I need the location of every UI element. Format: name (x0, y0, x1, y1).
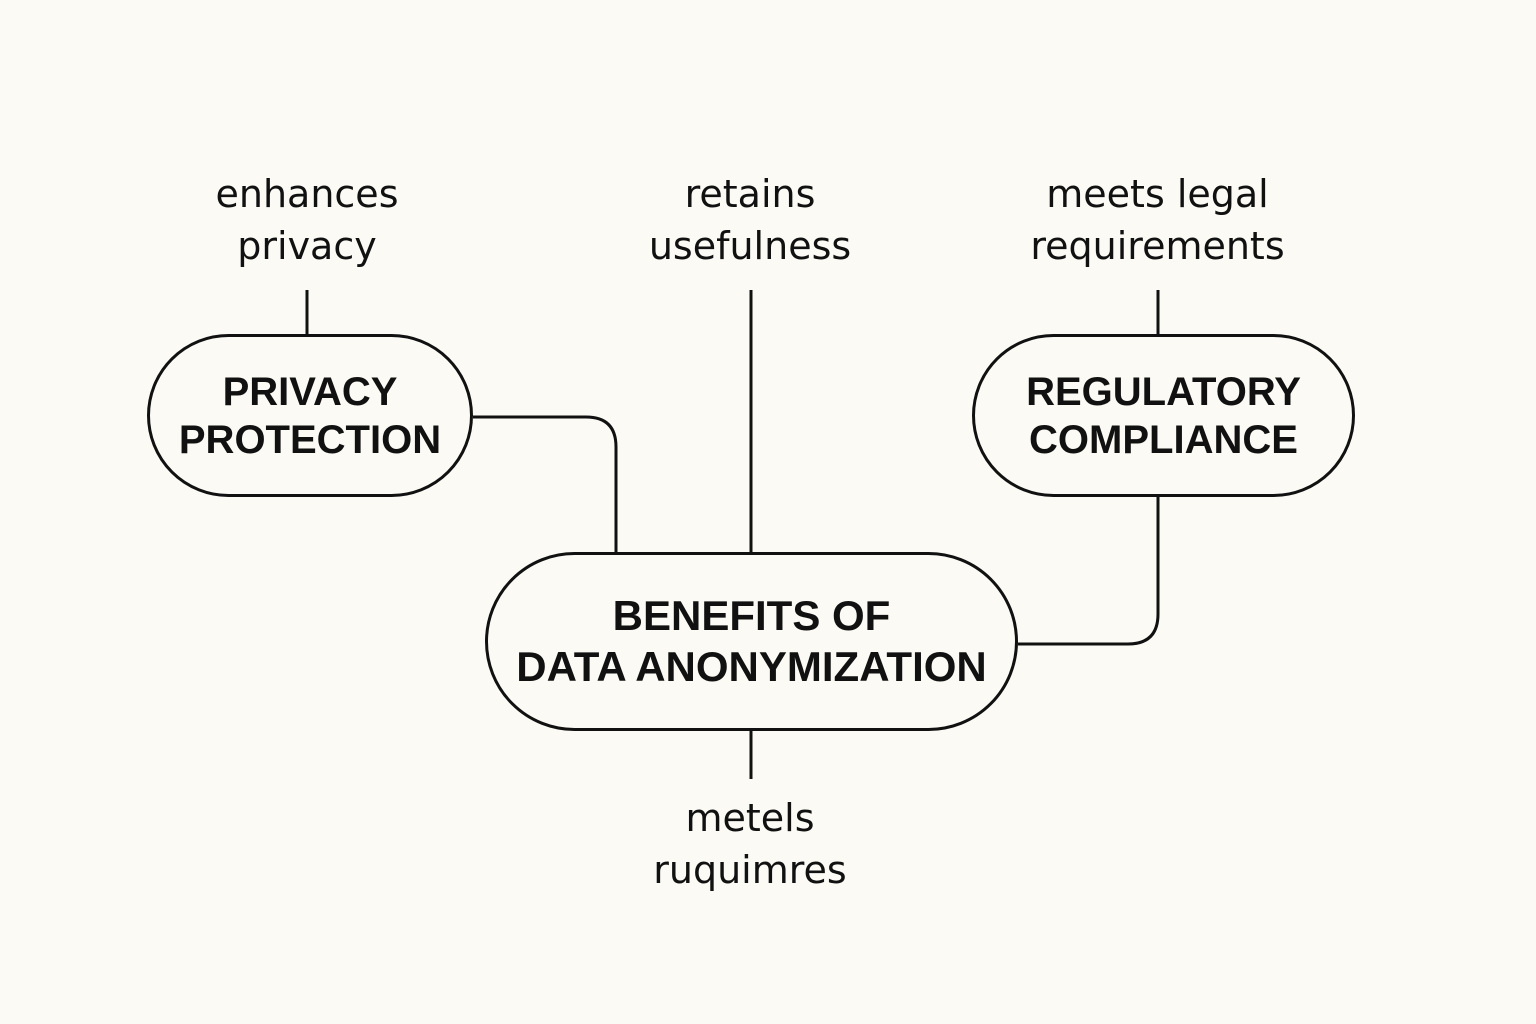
connector-regulatory-center (1018, 497, 1160, 646)
legal-benefit-label-line2: requirements (1030, 224, 1285, 268)
legal-benefit-label-line1: meets legal (1046, 172, 1269, 216)
center-node-line1: BENEFITS OF (612, 592, 891, 640)
usefulness-benefit-label: retains usefulness (600, 168, 900, 272)
usefulness-benefit-label-line2: usefulness (648, 224, 852, 268)
privacy-benefit-label: enhances privacy (157, 168, 457, 272)
privacy-node-line1: PRIVACY (222, 369, 398, 414)
bottom-benefit-label-line2: ruquimres (653, 848, 847, 892)
regulatory-node-line2: COMPLIANCE (1029, 417, 1298, 462)
center-node-line2: DATA ANONYMIZATION (516, 642, 987, 690)
regulatory-compliance-node: REGULATORY COMPLIANCE (972, 334, 1355, 497)
connector-privacy-center (473, 415, 618, 552)
privacy-protection-node: PRIVACY PROTECTION (147, 334, 473, 497)
bottom-benefit-label-line1: metels (685, 796, 815, 840)
bottom-benefit-label: metels ruquimres (600, 792, 900, 896)
privacy-benefit-label-line1: enhances (215, 172, 399, 216)
legal-benefit-label: meets legal requirements (1000, 168, 1315, 272)
privacy-node-line2: PROTECTION (178, 417, 442, 462)
benefits-center-node: BENEFITS OF DATA ANONYMIZATION (485, 552, 1018, 731)
privacy-benefit-label-line2: privacy (237, 224, 377, 268)
regulatory-node-line1: REGULATORY (1026, 369, 1301, 414)
usefulness-benefit-label-line1: retains (684, 172, 816, 216)
